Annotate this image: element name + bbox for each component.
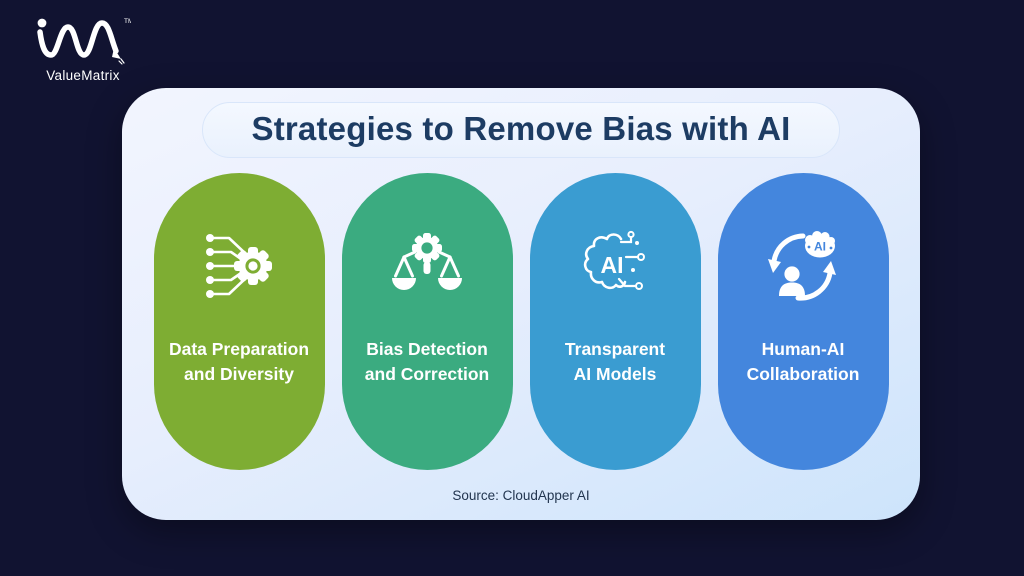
card-label: Bias Detection and Correction [364, 339, 490, 385]
data-network-gear-icon [203, 229, 275, 303]
infographic-panel: Strategies to Remove Bias with AI [122, 88, 920, 520]
wave-signature-icon: TM [37, 18, 131, 65]
card-label: Data Preparation and Diversity [168, 339, 310, 385]
valuematrix-logo: TM ValueMatrix [28, 14, 138, 83]
card-label: Transparent AI Models [564, 339, 666, 385]
card-bias-detection: Bias Detection and Correction [341, 173, 513, 470]
trademark-symbol: TM [124, 18, 131, 25]
page-title: Strategies to Remove Bias with AI [251, 110, 791, 147]
strategy-cards: Data Preparation and Diversity [122, 173, 920, 470]
card-label: Human-AI Collaboration [746, 339, 860, 385]
logo-wordmark: ValueMatrix [46, 68, 120, 83]
title-pill: Strategies to Remove Bias with AI [202, 102, 840, 158]
card-transparent-models: AI Transparent AI Models [529, 173, 701, 470]
card-human-ai-collaboration: AI Human-AI Collaboration [717, 173, 889, 470]
balance-scale-gear-icon [391, 229, 463, 303]
svg-text:AI: AI [601, 252, 624, 278]
ai-brain-circuit-icon: AI [579, 229, 651, 303]
human-ai-cycle-icon: AI [765, 229, 841, 303]
card-data-preparation: Data Preparation and Diversity [153, 173, 325, 470]
svg-text:AI: AI [814, 240, 826, 254]
source-attribution: Source: CloudApper AI [452, 488, 590, 503]
